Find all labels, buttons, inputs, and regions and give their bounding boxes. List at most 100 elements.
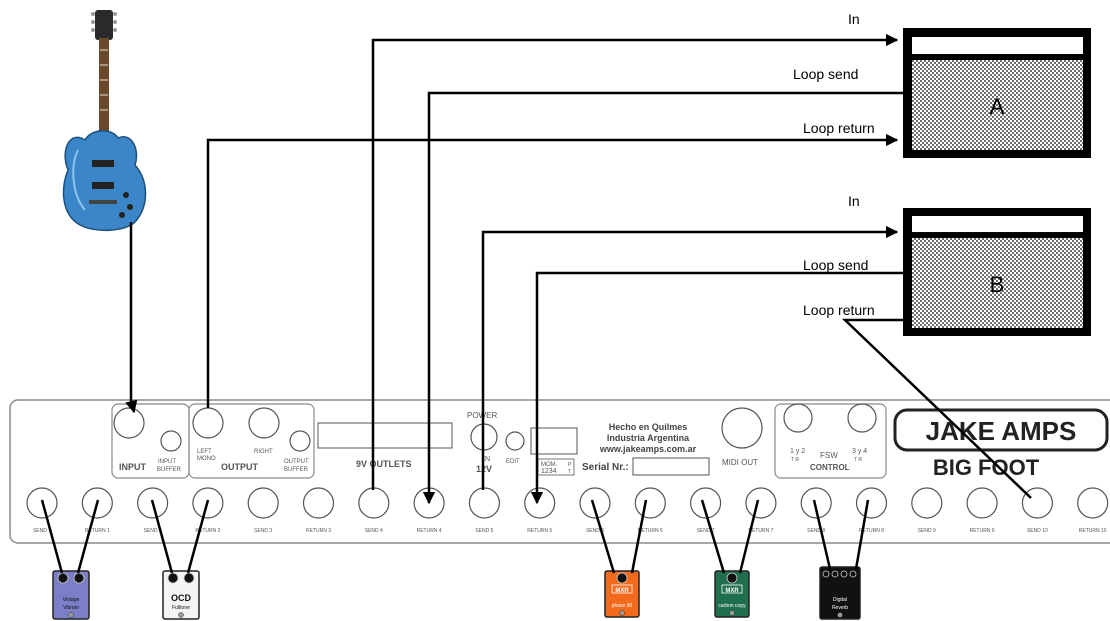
- power-in-label: IN: [483, 456, 490, 463]
- footswitch-icon: [837, 612, 843, 618]
- fsw-middle-label: FSW: [820, 451, 838, 460]
- pedal-label: carbon copy: [718, 603, 746, 609]
- footswitch-icon: [178, 612, 184, 618]
- amp-b-in-label: In: [848, 193, 860, 209]
- jack-return-7[interactable]: [745, 487, 777, 519]
- amp-a-return-label: Loop return: [803, 120, 875, 136]
- midi-out-label: MIDI OUT: [722, 458, 758, 467]
- amp-b-label: B: [990, 272, 1005, 297]
- mom-code: 1234: [541, 468, 557, 475]
- mom-label: MOM.: [541, 462, 558, 468]
- pedal-label: Fulltone: [172, 605, 190, 611]
- fsw-left-label: 1 y 2: [790, 448, 805, 455]
- pedal-brand-badge: MXR: [725, 588, 739, 594]
- fsw-left-tr: T R: [791, 457, 799, 463]
- input-label: INPUT: [119, 462, 147, 472]
- display-window: [530, 427, 578, 455]
- jack-send-9[interactable]: [911, 487, 943, 519]
- jack-send-4[interactable]: [358, 487, 390, 519]
- midi-out-jack[interactable]: [721, 407, 763, 449]
- cable-send5-to-amp-b-in: [481, 225, 899, 490]
- pedal-label: Reverb: [832, 605, 848, 611]
- cable-amp-a-send-to-return4: [422, 91, 903, 505]
- jack-send-8[interactable]: [800, 487, 832, 519]
- cable-send4-to-amp-a-in: [371, 33, 899, 490]
- carbon-copy-pedal: MXR carbon copy: [714, 570, 750, 618]
- pedal-label: phase 90: [612, 603, 633, 609]
- jack-send-5[interactable]: [468, 487, 500, 519]
- serial-label: Serial Nr.:: [582, 462, 629, 473]
- jack-label: SEND 6: [586, 528, 604, 534]
- amp-a-in-label: In: [848, 11, 860, 27]
- input-jack[interactable]: [113, 407, 145, 439]
- pedal-knob-icon: [840, 570, 848, 578]
- jack-label: SEND 10: [1027, 528, 1048, 534]
- footswitch-icon: [729, 610, 735, 616]
- jack-send-3[interactable]: [247, 487, 279, 519]
- phase-90-pedal: MXR phase 90: [604, 570, 640, 618]
- cables: [40, 33, 1032, 574]
- edit-button[interactable]: [505, 431, 525, 451]
- pedal-label: Vintage: [63, 597, 80, 603]
- amp-a: A: [903, 28, 1091, 158]
- amp-b-return-label: Loop return: [803, 302, 875, 318]
- jack-label: RETURN 2: [195, 528, 220, 534]
- jack-label: SEND 4: [365, 528, 383, 534]
- edit-label: EDIT: [506, 459, 520, 465]
- fsw-right-label: 3 y 4: [852, 448, 867, 455]
- cable-amp-b-send-to-return5: [530, 271, 903, 505]
- pedal-brand-badge: MXR: [615, 588, 629, 594]
- fsw-control-label: CONTROL: [810, 463, 850, 472]
- jack-return-10[interactable]: [1077, 487, 1109, 519]
- pedal-knob-icon: [726, 572, 738, 584]
- output-right-label: RIGHT: [254, 449, 273, 455]
- fsw-3-4-jack[interactable]: [847, 403, 877, 433]
- jack-send-7[interactable]: [689, 487, 722, 519]
- jack-label: RETURN 7: [748, 528, 773, 534]
- jack-label: RETURN 6: [638, 528, 663, 534]
- jack-label: RETURN 8: [859, 528, 884, 534]
- amp-b: B: [903, 208, 1091, 336]
- jack-return-5[interactable]: [524, 487, 556, 519]
- jack-label: SEND 8: [807, 528, 825, 534]
- jack-label: RETURN 4: [417, 528, 442, 534]
- jack-label: RETURN 1: [85, 528, 110, 534]
- cable-output-to-amp-a-return: [206, 133, 899, 408]
- amp-a-label: A: [990, 94, 1005, 119]
- svg-text:BIG FOOT: BIG FOOT: [933, 455, 1040, 480]
- nine-volt-outlets-box: [317, 422, 453, 449]
- jack-return-9[interactable]: [966, 487, 998, 519]
- pedal-knob-icon: [167, 572, 179, 584]
- cable-amp-b-return-to-send10: [841, 318, 1032, 499]
- fsw-right-tr: T R: [854, 457, 862, 463]
- pedal-knob-icon: [822, 570, 830, 578]
- jack-return-3[interactable]: [302, 487, 335, 519]
- jack-label: RETURN 3: [306, 528, 331, 534]
- jack-label: RETURN 10: [1079, 528, 1107, 534]
- fsw-1-2-jack[interactable]: [783, 403, 813, 433]
- serial-field: [632, 457, 710, 476]
- guitar-icon: [62, 10, 147, 231]
- pedal-label: Vibrato: [63, 605, 79, 611]
- mom-t-label: T: [568, 469, 571, 475]
- output-right-jack[interactable]: [248, 407, 280, 439]
- jack-send-6[interactable]: [579, 487, 611, 519]
- jack-return-6[interactable]: [634, 487, 666, 519]
- jack-label: SEND 1: [33, 528, 51, 534]
- pedal-knob-icon: [183, 572, 195, 584]
- pedal-label: Digital: [833, 597, 847, 603]
- pedal-knob-icon: [73, 572, 85, 584]
- jack-return-8[interactable]: [855, 487, 888, 519]
- jack-label: SEND 5: [475, 528, 493, 534]
- output-left-jack[interactable]: [192, 407, 224, 439]
- input-buffer-switch[interactable]: [160, 430, 182, 452]
- output-buffer-switch[interactable]: [289, 430, 311, 452]
- amp-b-send-label: Loop send: [803, 257, 868, 273]
- jack-label: SEND 7: [697, 528, 715, 534]
- pedal-knob-icon: [57, 572, 69, 584]
- jack-label: SEND 3: [254, 528, 272, 534]
